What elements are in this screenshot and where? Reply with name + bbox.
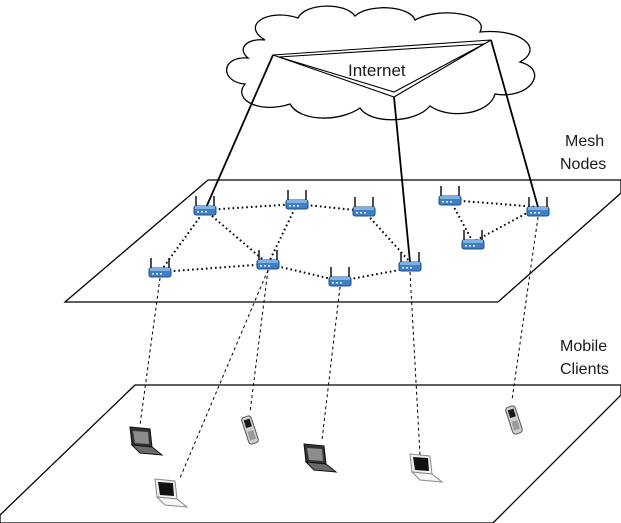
wireless-router-icon [285, 189, 309, 210]
wireless-router-icon [193, 195, 217, 216]
wireless-router-icon [148, 257, 172, 278]
mesh-nodes-label-line1: Mesh [565, 133, 604, 150]
laptop-icon [409, 453, 443, 483]
mesh-nodes-plane [63, 179, 621, 303]
internet-backbone [272, 39, 492, 98]
wireless-router-icon [352, 196, 376, 217]
mobile-clients-label-line2: Clients [560, 361, 609, 378]
mobile-clients [129, 404, 524, 508]
mobile-phone-icon [504, 404, 524, 436]
wireless-router-icon [438, 185, 462, 206]
laptop-icon [303, 443, 337, 473]
wireless-router-icon [256, 249, 280, 270]
laptop-icon [129, 426, 163, 456]
client-links [139, 216, 539, 479]
wireless-router-icon [328, 266, 352, 287]
wireless-router-icon [526, 196, 550, 217]
internet-cloud [226, 5, 536, 121]
laptop-icon [154, 478, 188, 508]
internet-label: Internet [348, 61, 406, 80]
wireless-router-icon [461, 229, 485, 250]
mesh-nodes-label-line2: Nodes [560, 156, 606, 173]
mobile-clients-label-line1: Mobile [560, 338, 607, 355]
mobile-phone-icon [240, 414, 260, 446]
